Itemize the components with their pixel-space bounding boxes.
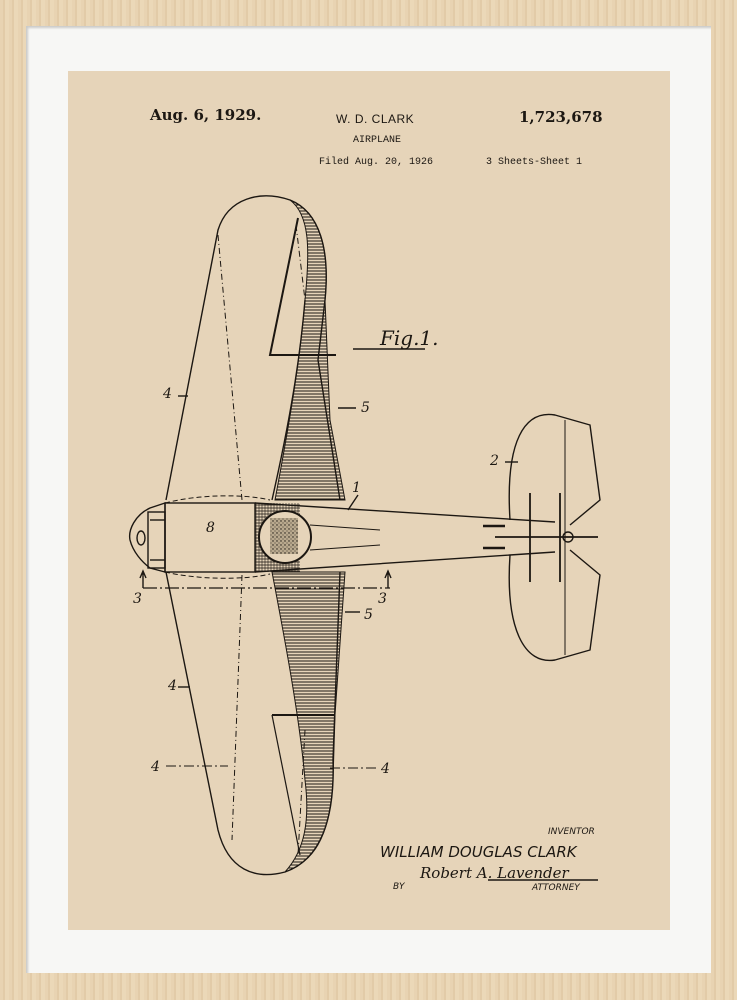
svg-text:3: 3	[133, 591, 142, 607]
patent-sheets: 3 Sheets-Sheet 1	[486, 157, 583, 168]
attorney-label: ATTORNEY	[532, 883, 580, 893]
patent-filed-date: Filed Aug. 20, 1926	[319, 157, 434, 168]
attorney-signature: Robert A. Lavender	[420, 864, 569, 882]
inventor-label: INVENTOR	[548, 827, 595, 837]
horizontal-stabilizer	[508, 413, 601, 662]
patent-title: AIRPLANE	[353, 135, 402, 146]
callout-labels: 8 1 2 3 3 4 4 4 4 5 5	[133, 386, 499, 777]
patent-inventor-short: W. D. CLARK	[336, 112, 415, 126]
by-label: BY	[393, 882, 405, 892]
svg-text:3: 3	[378, 591, 387, 607]
patent-number: 1,723,678	[519, 108, 603, 126]
figure-label: Fig.1.	[379, 326, 439, 350]
svg-text:4: 4	[162, 386, 172, 402]
svg-text:4: 4	[167, 678, 177, 694]
fuselage	[254, 502, 556, 573]
svg-text:4: 4	[150, 759, 160, 775]
svg-text:2: 2	[489, 453, 499, 469]
patent-paper	[68, 71, 670, 930]
svg-text:5: 5	[361, 400, 370, 416]
center-section	[164, 502, 256, 573]
inventor-name: WILLIAM DOUGLAS CLARK	[380, 843, 577, 861]
svg-text:1: 1	[352, 480, 361, 496]
svg-text:4: 4	[380, 761, 390, 777]
patent-date: Aug. 6, 1929.	[150, 106, 262, 124]
svg-text:5: 5	[364, 607, 373, 623]
svg-text:8: 8	[206, 520, 215, 536]
